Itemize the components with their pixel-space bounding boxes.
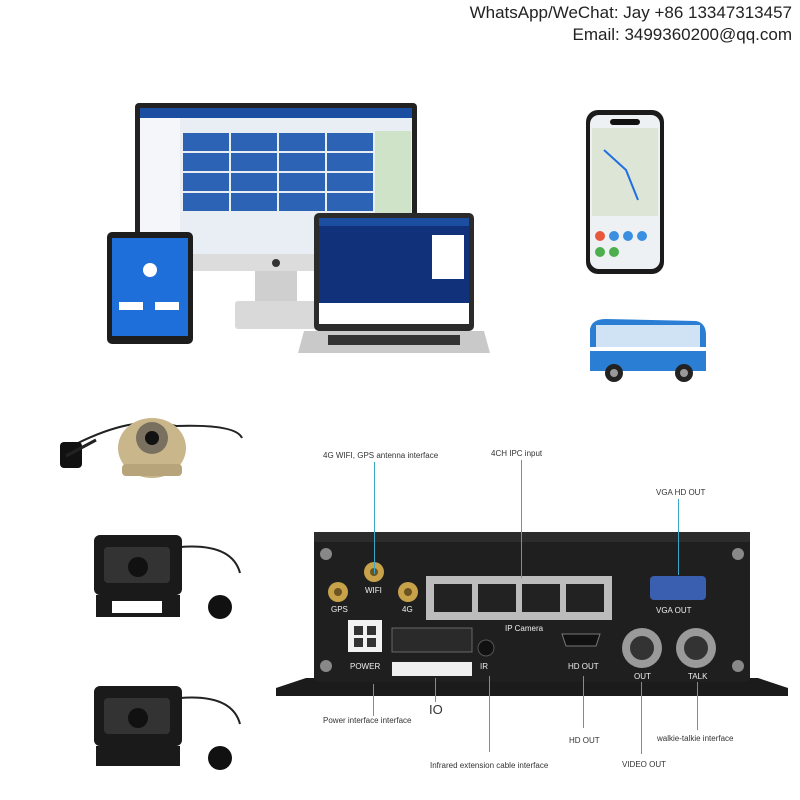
callout-vga-hd-out: VGA HD OUT xyxy=(656,488,706,497)
leader-antenna xyxy=(374,462,375,574)
leader-vga xyxy=(678,499,679,575)
bus xyxy=(586,315,708,385)
leader-talk xyxy=(697,682,698,730)
dome-camera xyxy=(56,404,246,484)
callout-infrared-interface: Infrared extension cable interface xyxy=(430,761,549,770)
callout-antenna-interface: 4G WIFI, GPS antenna interface xyxy=(323,451,439,460)
callout-ipc-input: 4CH IPC input xyxy=(491,449,543,458)
tablet-illustration xyxy=(107,232,193,344)
panel-label-vga-out: VGA OUT xyxy=(656,606,692,615)
leader-power xyxy=(373,684,374,716)
leader-hd-out xyxy=(583,676,584,728)
panel-label-hd-out: HD OUT xyxy=(568,662,599,671)
whatsapp-line: WhatsApp/WeChat: Jay +86 13347313457 xyxy=(469,3,792,22)
panel-label-ip-camera: IP Camera xyxy=(505,624,544,633)
box-camera-1-illustration xyxy=(94,535,241,619)
laptop-illustration xyxy=(298,213,490,353)
callout-walkie-talkie-interface: walkie-talkie interface xyxy=(657,734,734,743)
panel-label-ir: IR xyxy=(480,662,488,671)
box-camera-1 xyxy=(92,533,242,628)
phone-illustration xyxy=(586,110,664,274)
bus-illustration xyxy=(590,319,706,382)
panel-label-gps: GPS xyxy=(331,605,348,614)
smartphone xyxy=(586,110,664,274)
tablet xyxy=(107,232,193,344)
laptop xyxy=(298,213,490,363)
email-line: Email: 3499360200@qq.com xyxy=(572,25,792,44)
leader-ipc xyxy=(521,460,522,578)
dome-camera-illustration xyxy=(60,418,243,478)
panel-label-out: OUT xyxy=(634,672,651,681)
leader-io xyxy=(435,678,436,702)
callout-hd-out: HD OUT xyxy=(569,736,600,745)
panel-label-power: POWER xyxy=(350,662,381,671)
leader-infrared xyxy=(489,676,490,752)
callout-power-interface: Power interface interface xyxy=(323,716,412,725)
leader-video-out xyxy=(641,682,642,754)
panel-label-4g: 4G xyxy=(402,605,413,614)
box-camera-2-illustration xyxy=(94,686,241,770)
mdvr-body-illustration xyxy=(276,532,788,696)
box-camera-2 xyxy=(92,684,242,779)
panel-label-talk: TALK xyxy=(688,672,708,681)
contact-block: WhatsApp/WeChat: Jay +86 13347313457 Ema… xyxy=(470,2,792,46)
panel-label-wifi: WIFI xyxy=(365,586,382,595)
callout-video-out: VIDEO OUT xyxy=(622,760,667,769)
callout-io: IO xyxy=(429,702,443,717)
mdvr-device xyxy=(276,528,788,698)
